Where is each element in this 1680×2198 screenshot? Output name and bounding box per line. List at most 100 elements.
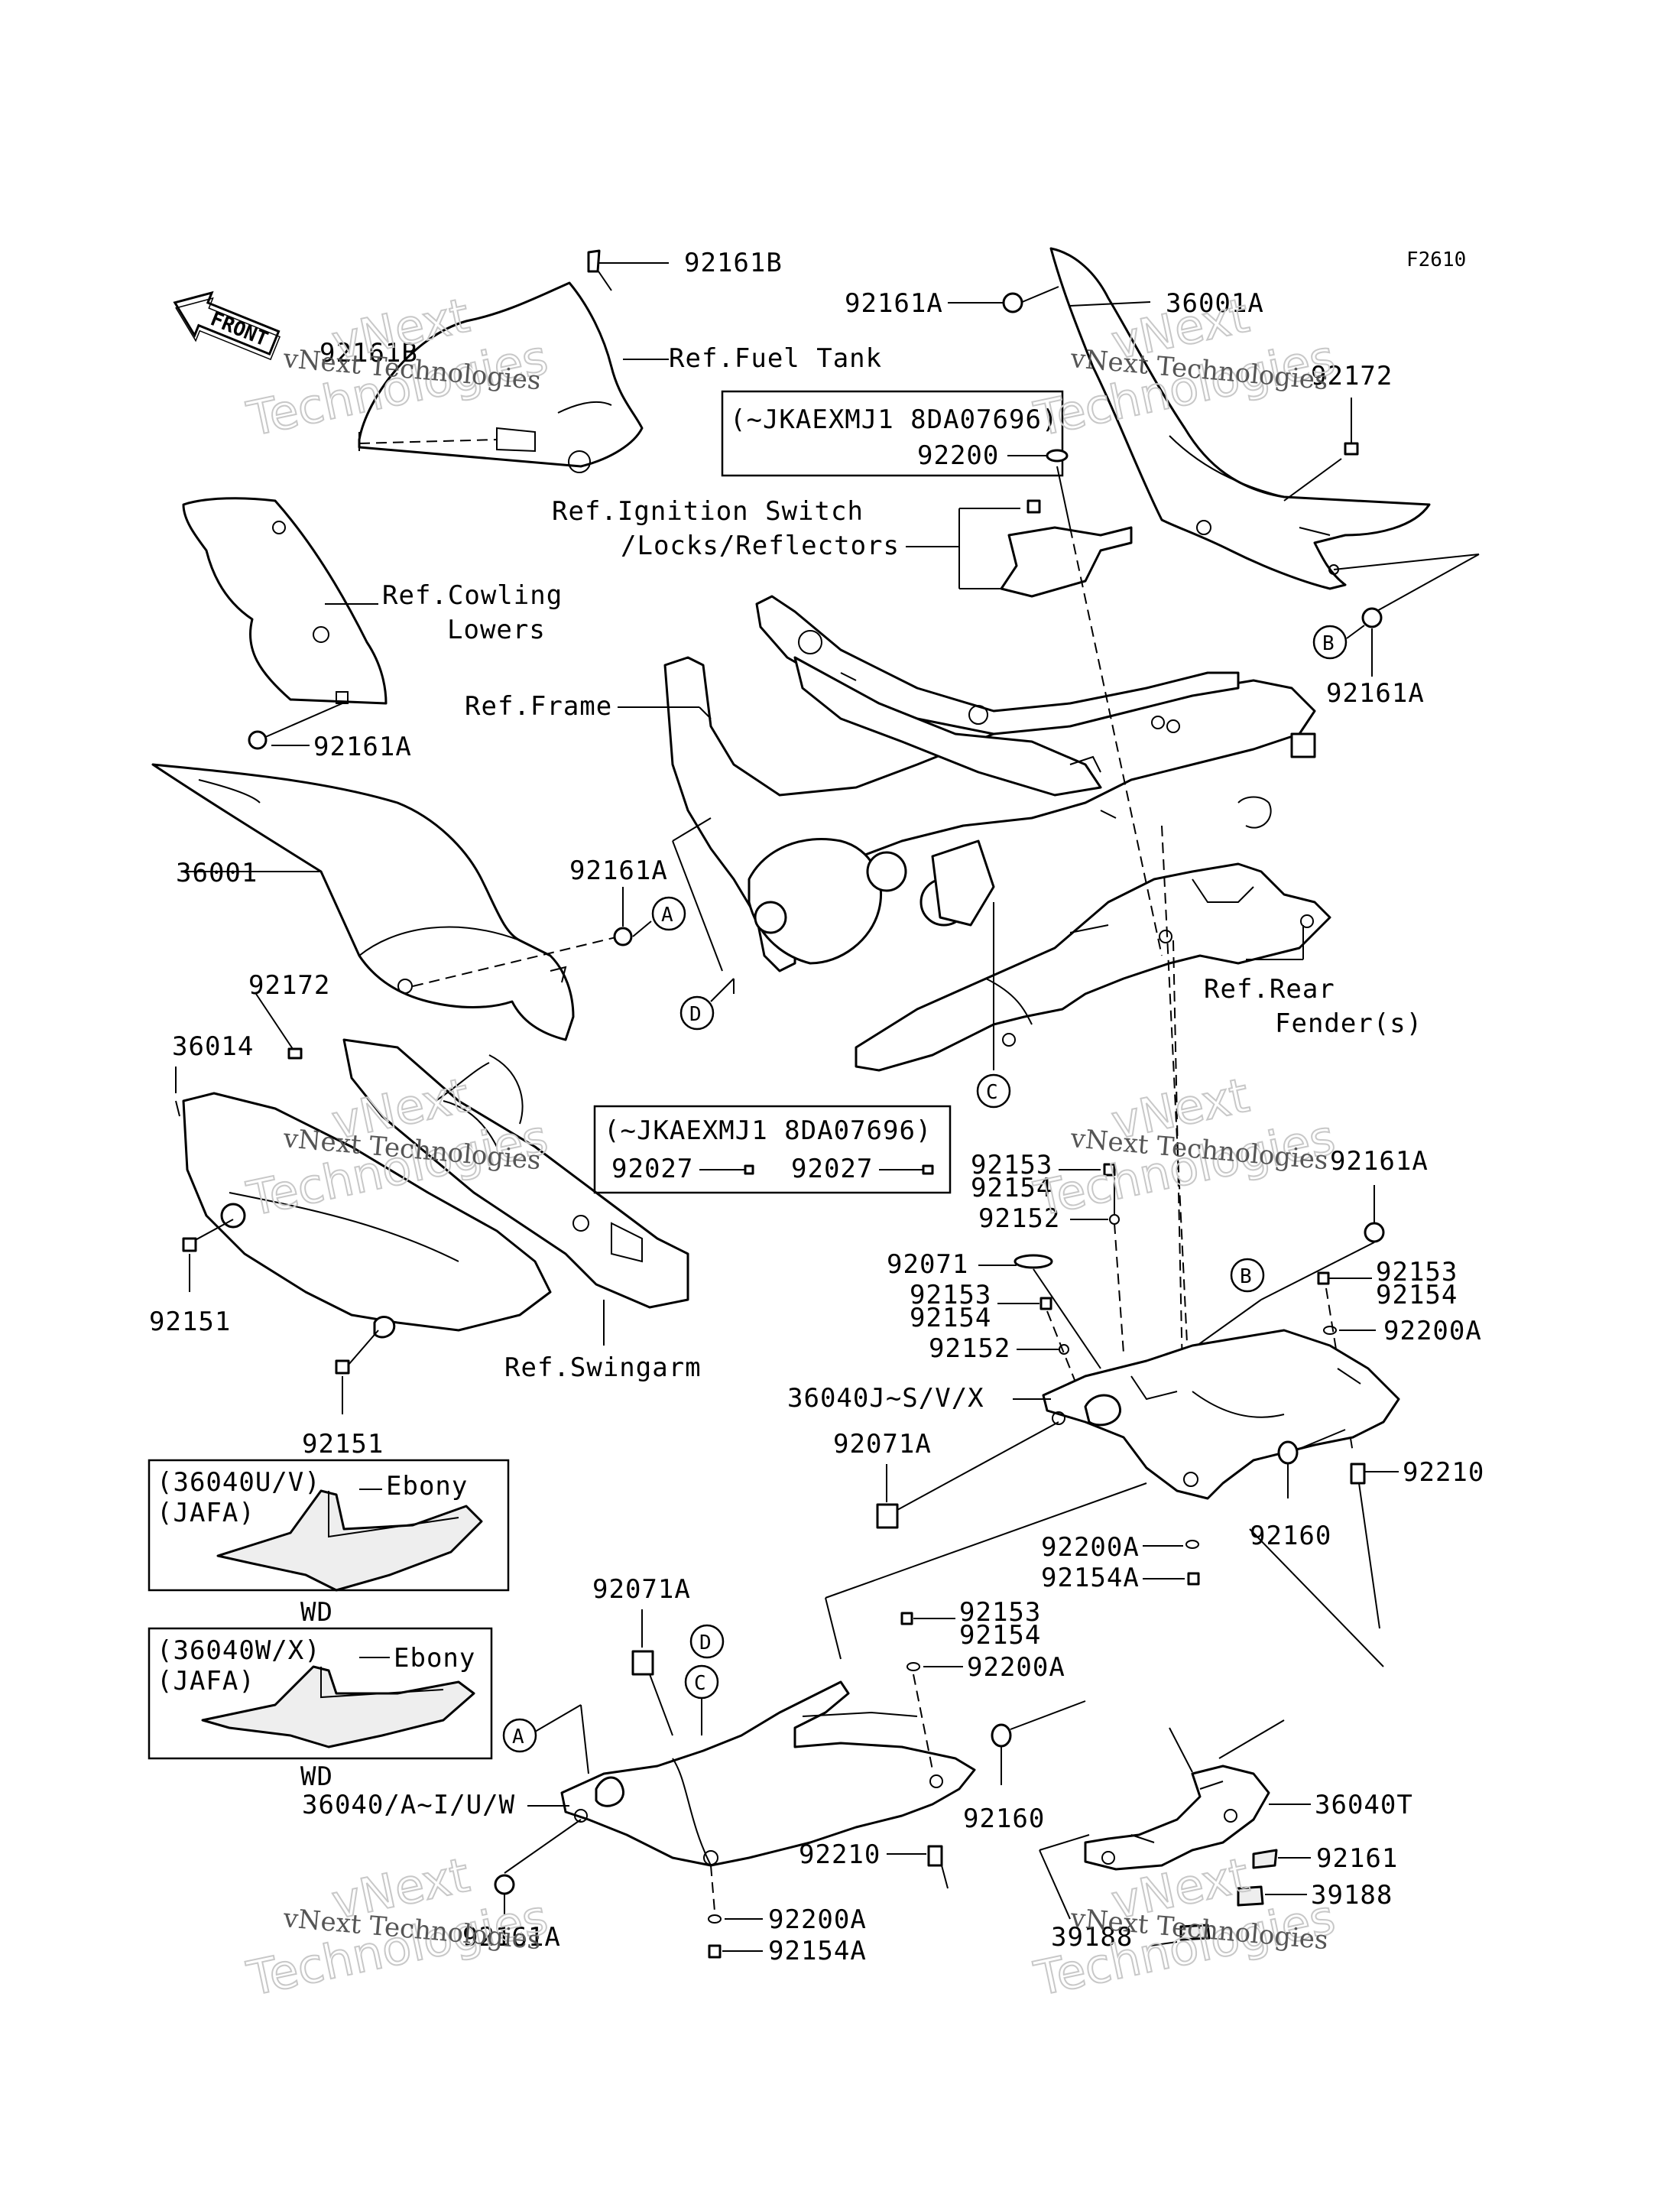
label-ref-rear-2: Fender(s): [1275, 1008, 1422, 1039]
bolt-icon: [1039, 1297, 1052, 1310]
grommet-icon: [494, 1874, 515, 1895]
label-36001A: 36001A: [1166, 288, 1264, 319]
label-92152-b: 92152: [929, 1333, 1010, 1364]
label-92027-a: 92027: [611, 1154, 693, 1184]
clip-icon: [744, 1164, 754, 1175]
inset-1-cover-drawing: [216, 1489, 483, 1592]
label-92200A-b: 92200A: [1041, 1532, 1140, 1563]
grommet-icon: [991, 1723, 1012, 1748]
callout-a-label: A: [661, 904, 673, 927]
grommet-icon: [613, 927, 633, 946]
bolt-icon: [1187, 1572, 1200, 1586]
side-cover-36001-part: [151, 763, 575, 1041]
label-ref-ignition-2: /Locks/Reflectors: [621, 531, 900, 561]
label-92200A-c: 92200A: [967, 1652, 1065, 1683]
callout-d: [679, 995, 715, 1031]
damper-icon: [876, 1503, 899, 1529]
figure-code: F2610: [1406, 248, 1466, 271]
callout-b2-label: B: [1240, 1265, 1252, 1288]
label-39188-b: 39188: [1051, 1922, 1133, 1953]
callout-a2: [502, 1718, 537, 1753]
label-92210-a: 92210: [1403, 1457, 1484, 1488]
grommet-icon: [1361, 607, 1383, 628]
label-92071A-b: 92071A: [592, 1574, 691, 1605]
label-ref-fuel-tank: Ref.Fuel Tank: [669, 343, 882, 374]
inset-1-code: (36040U/V): [157, 1467, 321, 1498]
rear-fender-ref-part: [855, 862, 1331, 1072]
inset-2: [148, 1627, 493, 1760]
clip-icon: [1252, 1849, 1278, 1869]
label-92152-a: 92152: [978, 1203, 1060, 1234]
bolt-icon: [1344, 442, 1359, 456]
serial-note-box: [721, 390, 1064, 477]
grommet-icon: [248, 730, 268, 750]
inset-1-market: (JAFA): [157, 1498, 255, 1528]
label-92154A-b: 92154A: [768, 1936, 867, 1966]
bolt-icon: [182, 1237, 197, 1252]
inset-1: [148, 1459, 510, 1592]
callout-c: [976, 1073, 1011, 1109]
callout-b: [1312, 625, 1348, 660]
label-92151-a: 92151: [149, 1307, 231, 1337]
washer-icon: [1046, 449, 1069, 463]
serial-note-box-2: [593, 1105, 952, 1194]
label-92151-b: 92151: [302, 1429, 384, 1459]
side-cover-36001A-part: [1049, 247, 1431, 590]
label-92172-right: 92172: [1311, 361, 1393, 391]
label-ref-rear-1: Ref.Rear: [1204, 974, 1335, 1005]
label-92200: 92200: [917, 440, 999, 471]
bolt-icon: [1103, 1163, 1116, 1177]
front-arrow-icon: FRONT: [173, 291, 281, 361]
label-92154-a: 92154: [971, 1173, 1052, 1203]
label-92071A-a: 92071A: [833, 1429, 932, 1459]
callout-c2: [684, 1664, 719, 1700]
label-36040J: 36040J~S/V/X: [787, 1383, 984, 1414]
frame-ref-part: [663, 595, 1316, 972]
label-92153-a: 92153: [971, 1150, 1052, 1180]
ignition-bracket-part: [1000, 499, 1133, 598]
callout-c-label: C: [986, 1081, 998, 1104]
grommet-icon: [1002, 292, 1023, 313]
label-92153-b: 92153: [910, 1280, 991, 1310]
callout-d2: [689, 1624, 725, 1659]
label-92172-left: 92172: [248, 970, 330, 1001]
inset-1-color: Ebony: [386, 1471, 468, 1502]
label-92071: 92071: [887, 1249, 968, 1280]
bolt-icon: [287, 1047, 303, 1060]
label-92200A-d: 92200A: [768, 1904, 867, 1935]
bolt-icon: [708, 1944, 722, 1959]
lower-cover-36040T-part: [1084, 1765, 1270, 1871]
label-plate-icon: [1237, 1885, 1264, 1907]
callout-b-label: B: [1322, 632, 1335, 655]
label-box2-title: (~JKAEXMJ1 8DA07696): [604, 1115, 932, 1146]
label-92154-b: 92154: [910, 1303, 991, 1333]
label-ref-cowling-1: Ref.Cowling: [382, 580, 563, 611]
label-ref-frame: Ref.Frame: [465, 691, 612, 722]
inset-2-color: Ebony: [394, 1643, 475, 1674]
damper-icon: [631, 1650, 654, 1676]
label-92154A-a: 92154A: [1041, 1563, 1140, 1593]
seal-icon: [1014, 1254, 1053, 1269]
collar-icon: [927, 1845, 943, 1867]
label-92153-d: 92153: [959, 1597, 1041, 1628]
label-92160-a: 92160: [1250, 1521, 1331, 1551]
label-92154-c: 92154: [1376, 1280, 1458, 1310]
label-92027-b: 92027: [791, 1154, 873, 1184]
inset-2-code: (36040W/X): [157, 1635, 321, 1666]
label-92153-c: 92153: [1376, 1257, 1458, 1287]
grommet-icon: [1364, 1222, 1385, 1243]
label-36040: 36040/A~I/U/W: [302, 1790, 515, 1820]
callout-c2-label: C: [694, 1672, 706, 1695]
label-92161A-mid: 92161A: [569, 855, 668, 886]
label-36040T: 36040T: [1315, 1790, 1413, 1820]
callout-d2-label: D: [699, 1631, 712, 1654]
label-92161A-left: 92161A: [313, 732, 412, 762]
inset-2-caption: WD: [300, 1761, 333, 1792]
label-92160-b: 92160: [963, 1804, 1045, 1834]
clip-icon: [922, 1164, 934, 1175]
label-92161: 92161: [1316, 1843, 1398, 1874]
lower-cover-36040J-part: [1042, 1329, 1400, 1500]
label-36014: 36014: [172, 1031, 254, 1062]
label-92161A-top: 92161A: [845, 288, 943, 319]
